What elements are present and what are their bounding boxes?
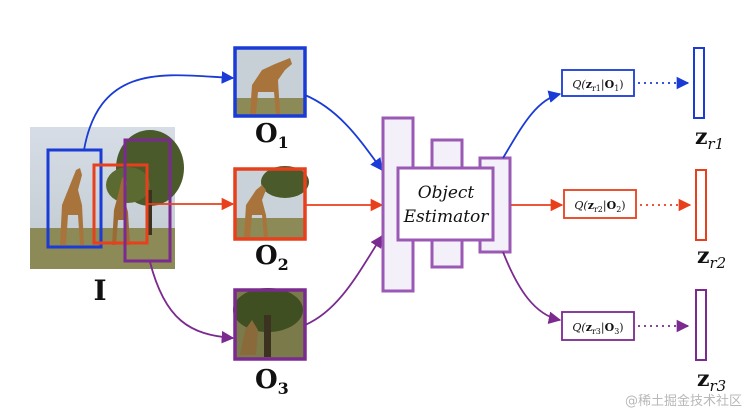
latent-label-z1: zr1 bbox=[695, 124, 724, 153]
svg-text:Q(zr2|O2): Q(zr2|O2) bbox=[574, 199, 625, 214]
crop-o2 bbox=[233, 166, 309, 241]
bbox-blue bbox=[46, 148, 103, 249]
posterior-q2: Q(zr2|O2) bbox=[563, 189, 637, 219]
watermark: @稀土掘金技术社区 bbox=[624, 394, 742, 409]
latent-bar-z2 bbox=[695, 169, 707, 241]
estimator-label-line2: Estimator bbox=[403, 207, 490, 227]
crop-label-o2: O2 bbox=[255, 241, 289, 274]
latent-bar-z3 bbox=[695, 289, 707, 361]
latent-label-z3: zr3 bbox=[697, 366, 726, 395]
estimator-label-line1: Object bbox=[418, 183, 475, 203]
latent-label-z2: zr2 bbox=[697, 243, 726, 272]
posterior-q1: Q(zr1|O1) bbox=[561, 69, 635, 97]
arrow-estimator-to-q1 bbox=[502, 90, 562, 159]
image-label: I bbox=[93, 274, 106, 307]
latent-bar-z1 bbox=[693, 47, 705, 119]
svg-text:zr1: zr1 bbox=[695, 124, 724, 153]
svg-text:O1: O1 bbox=[255, 119, 289, 152]
posterior-q3: Q(zr3|O3) bbox=[561, 311, 635, 341]
arrow-o1-to-estimator bbox=[304, 94, 383, 172]
arrow-estimator-to-q3 bbox=[502, 251, 562, 324]
estimator-label-box bbox=[396, 166, 495, 242]
object-estimator: Object Estimator bbox=[381, 116, 512, 293]
svg-text:zr2: zr2 bbox=[697, 243, 726, 272]
arrow-image-to-o1 bbox=[83, 71, 235, 151]
svg-text:Q(zr3|O3): Q(zr3|O3) bbox=[572, 321, 623, 336]
svg-text:zr3: zr3 bbox=[697, 366, 726, 395]
svg-text:O2: O2 bbox=[255, 241, 289, 274]
crop-label-o1: O1 bbox=[255, 119, 289, 152]
arrow-o3-to-estimator bbox=[304, 234, 383, 326]
arrow-image-to-o3 bbox=[149, 261, 235, 344]
crop-label-o3: O3 bbox=[255, 365, 289, 398]
crop-o1 bbox=[233, 46, 307, 118]
svg-text:O3: O3 bbox=[255, 365, 289, 398]
svg-text:Q(zr1|O1): Q(zr1|O1) bbox=[572, 78, 623, 93]
bbox-purple bbox=[123, 138, 172, 263]
crop-o3 bbox=[233, 288, 307, 361]
